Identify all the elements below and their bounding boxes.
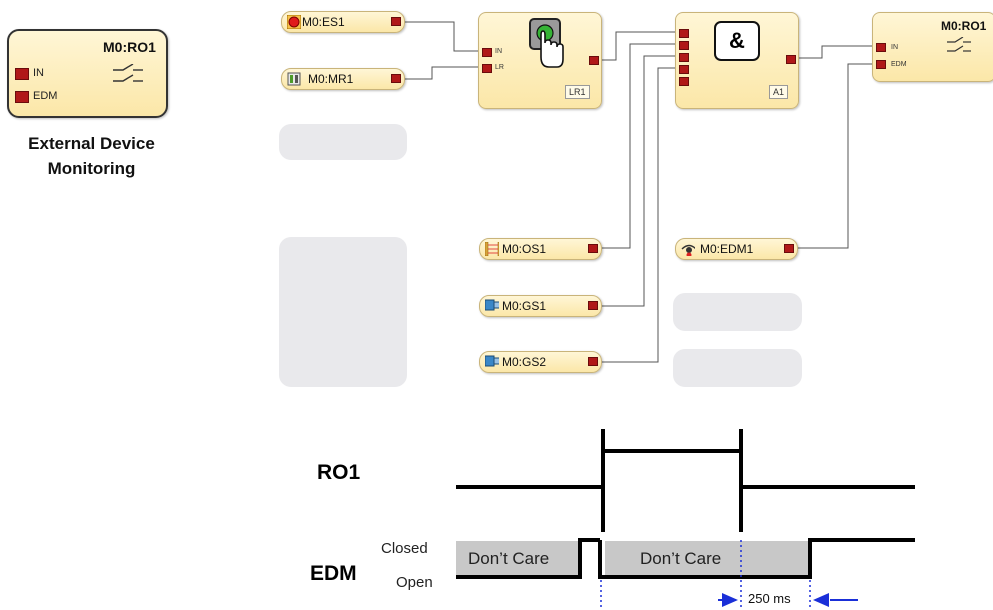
and-pin-out[interactable] <box>786 55 796 64</box>
light-curtain-icon <box>485 242 499 256</box>
legend-caption-line1: External Device <box>28 134 155 153</box>
ro-pin-in[interactable] <box>876 43 886 52</box>
input-gs2-label: M0:GS2 <box>502 355 547 369</box>
and-block-tag: A1 <box>769 85 789 99</box>
legend-pin-in-label: IN <box>33 67 44 79</box>
delay-250ms-label: 250 ms <box>748 591 791 606</box>
lr-pin-lr-label: LR <box>495 64 504 71</box>
input-edm1-label: M0:EDM1 <box>700 242 754 256</box>
guard-switch-icon <box>485 299 499 311</box>
delay-arrows <box>718 593 858 607</box>
legend-ro1-block: M0:RO1 IN EDM <box>7 29 168 118</box>
lr-block-tag: LR1 <box>565 85 590 99</box>
input-gs1-pin[interactable] <box>588 301 598 310</box>
legend-pin-edm-label: EDM <box>33 90 58 102</box>
wire-gs1-and <box>601 55 678 307</box>
timing-ro1-label: RO1 <box>317 461 361 484</box>
input-os1-label: M0:OS1 <box>502 242 547 256</box>
timing-open-label: Open <box>396 574 433 591</box>
ro-block-title: M0:RO1 <box>941 19 987 33</box>
wire-gs2-and <box>601 67 678 363</box>
lr-pin-lr[interactable] <box>482 64 492 73</box>
relay-contact-icon <box>113 64 143 82</box>
timing-closed-label: Closed <box>381 540 428 557</box>
and-pin-2[interactable] <box>679 41 689 50</box>
legend-pin-in <box>15 68 29 80</box>
ro1-signal <box>456 429 915 532</box>
wire-edm1-ro <box>796 63 874 249</box>
and-block[interactable]: & A1 <box>675 12 799 109</box>
relay-output-block[interactable]: M0:RO1 IN EDM <box>872 12 993 82</box>
and-pin-1[interactable] <box>679 29 689 38</box>
placeholder-slot-3 <box>673 293 802 331</box>
and-pin-3[interactable] <box>679 53 689 62</box>
input-mr1-pin[interactable] <box>391 74 401 83</box>
ro-pin-in-label: IN <box>891 44 898 51</box>
input-os1[interactable]: M0:OS1 <box>479 238 602 260</box>
guard-switch-icon <box>485 355 499 367</box>
dont-care-label-2: Don’t Care <box>640 549 722 568</box>
and-symbol: & <box>729 28 745 53</box>
input-es1-label: M0:ES1 <box>302 15 345 29</box>
emergency-stop-icon <box>287 15 301 29</box>
dont-care-region-2 <box>605 541 808 577</box>
legend-caption-line2: Monitoring <box>47 159 136 178</box>
dont-care-label-1: Don’t Care <box>468 549 550 568</box>
input-es1[interactable]: M0:ES1 <box>281 11 405 33</box>
wire-lr-and <box>601 31 678 61</box>
edm-feedback-icon <box>681 244 695 256</box>
wire-es1-lr <box>404 21 481 52</box>
wires <box>404 21 874 363</box>
input-mr1[interactable]: M0:MR1 <box>281 68 405 90</box>
lr-pin-in-label: IN <box>495 48 502 55</box>
wire-and-ro <box>796 45 874 59</box>
lr-pin-in[interactable] <box>482 48 492 57</box>
dont-care-region-1 <box>456 541 578 577</box>
wire-mr1-lr <box>404 66 481 80</box>
time-markers <box>600 540 811 610</box>
input-es1-pin[interactable] <box>391 17 401 26</box>
input-edm1[interactable]: M0:EDM1 <box>675 238 798 260</box>
legend-ro1-title: M0:RO1 <box>103 39 156 55</box>
timing-edm-label: EDM <box>310 562 357 585</box>
input-os1-pin[interactable] <box>588 244 598 253</box>
input-gs1[interactable]: M0:GS1 <box>479 295 602 317</box>
input-gs1-label: M0:GS1 <box>502 299 547 313</box>
relay-contact-icon <box>947 37 971 52</box>
input-gs2-pin[interactable] <box>588 357 598 366</box>
and-pin-5[interactable] <box>679 77 689 86</box>
input-mr1-label: M0:MR1 <box>308 72 354 86</box>
and-symbol-box: & <box>714 21 760 61</box>
reset-hand-button-icon <box>529 18 564 68</box>
placeholder-slot-1 <box>279 124 407 160</box>
input-edm1-pin[interactable] <box>784 244 794 253</box>
manual-reset-icon <box>287 72 301 86</box>
lr-pin-out[interactable] <box>589 56 599 65</box>
placeholder-slot-4 <box>673 349 802 387</box>
wire-os1-and <box>601 43 678 249</box>
edm-signal <box>456 538 915 579</box>
and-pin-4[interactable] <box>679 65 689 74</box>
legend-pin-edm <box>15 91 29 103</box>
ro-pin-edm-label: EDM <box>891 61 907 68</box>
ro-pin-edm[interactable] <box>876 60 886 69</box>
input-gs2[interactable]: M0:GS2 <box>479 351 602 373</box>
placeholder-slot-2 <box>279 237 407 387</box>
logic-reset-block[interactable]: IN LR LR1 <box>478 12 602 109</box>
